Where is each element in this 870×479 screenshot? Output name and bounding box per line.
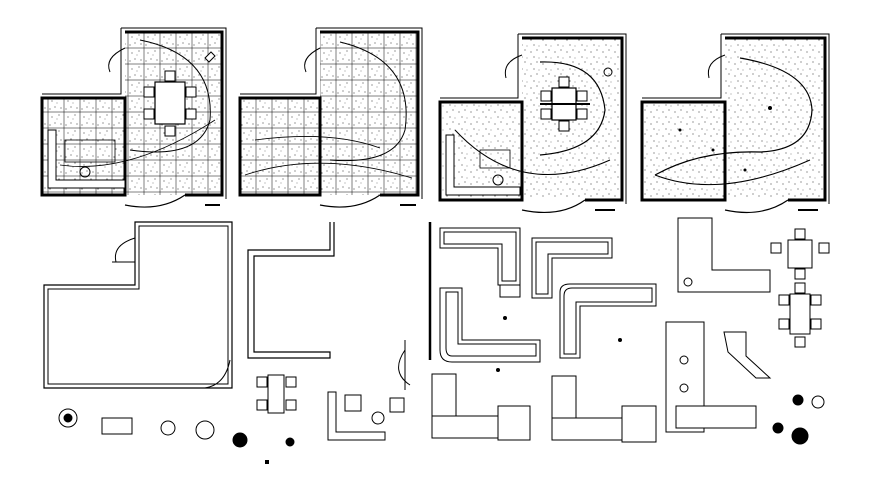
dining-table-set [778,282,822,348]
light-fixture-icon [503,316,507,320]
l-shaped-sofa [439,287,541,363]
l-shaped-sofa [723,331,772,379]
ceiling-plan [640,33,830,214]
rug [101,417,133,435]
l-shaped-sofa [677,217,771,293]
planters [58,394,825,448]
dining-table [154,81,186,125]
furnished-tiled-floor-plan [40,27,227,208]
partial-wall-outline [247,222,411,390]
dining-table-set [770,228,830,280]
light-fixture-icon [618,338,622,342]
l-shaped-sofa [551,375,657,443]
light-fixture-icon [496,368,500,372]
desk-with-chair [327,391,405,441]
l-shaped-sofa [439,227,521,298]
l-shaped-sofa [531,237,613,299]
l-shaped-sofa [559,283,657,359]
empty-room-outline [43,221,233,389]
marker-dot [265,460,269,464]
tiled-floor-plan [238,27,423,208]
dining-table-set [256,374,297,414]
l-shaped-sofa [431,373,531,441]
l-shaped-sofa [665,321,757,433]
furnished-ceiling-plan [438,33,627,214]
